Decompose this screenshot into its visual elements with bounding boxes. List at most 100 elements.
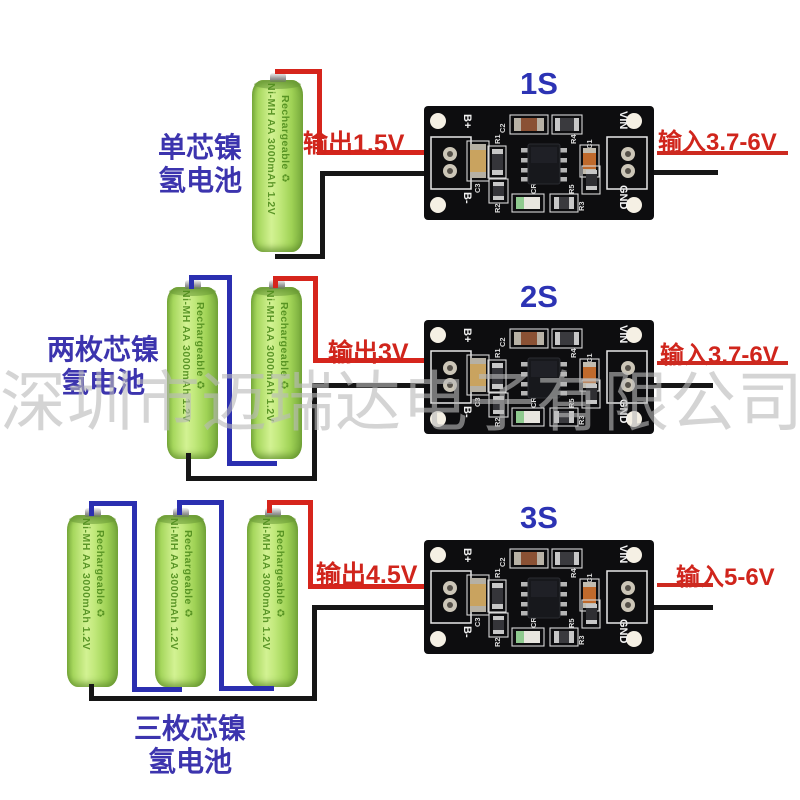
silkscreen-bracket — [487, 579, 507, 613]
wire-3s-red-stub — [267, 500, 272, 513]
resistor-r5 — [586, 170, 597, 190]
capacitor-end — [583, 362, 596, 367]
comp-label-r1: R1 — [493, 568, 502, 578]
ic-sheen — [531, 361, 557, 377]
charger-module-pcb: B+ B- VIN GND C2 R4 C1 R1 — [424, 106, 654, 220]
input-connector-outline — [606, 570, 648, 624]
resistor-end — [574, 332, 579, 345]
ic-pin — [560, 168, 567, 173]
comp-label-c3: C3 — [473, 397, 482, 407]
ic-pin — [560, 592, 567, 597]
ic-pin — [560, 148, 567, 153]
wire-2s-red-stub — [273, 276, 278, 288]
recycle-icon: ♻ — [93, 608, 106, 619]
wire-2s-red-output — [313, 358, 428, 363]
battery-top-cap — [69, 515, 116, 524]
module-3s: B+ B- VIN GND C2 R4 C1 R1 — [424, 540, 654, 654]
wire-1s-red-output — [317, 150, 428, 155]
mount-hole — [430, 197, 446, 213]
pad-hole — [447, 151, 453, 157]
wire-3s-blue2-top — [177, 500, 224, 505]
comp-label-cr: CR — [529, 183, 538, 194]
wire-1s-black-output — [320, 171, 428, 176]
led-green-tip — [516, 411, 524, 423]
ic-pin — [521, 592, 528, 597]
comp-label-c1: C1 — [585, 139, 594, 149]
comp-label-r2: R2 — [493, 417, 502, 427]
resistor-end — [493, 616, 504, 620]
wire-3s-blue1-stub — [89, 501, 94, 516]
pad-label-b-plus: B+ — [461, 548, 473, 562]
battery-label-3s: 三枚芯镍 氢电池 — [118, 712, 262, 778]
resistor-end — [555, 552, 560, 565]
comp-label-c1: C1 — [585, 353, 594, 363]
charger-module-pcb: B+ B- VIN GND C2 R4 C1 R1 — [424, 320, 654, 434]
wire-3s-blue2-vert — [219, 500, 224, 691]
ic-sheen — [531, 581, 557, 597]
resistor-end — [574, 552, 579, 565]
recycle-icon: ♻ — [181, 608, 194, 619]
resistor-r4 — [555, 332, 579, 345]
capacitor-c2-body — [521, 118, 537, 131]
resistor-end — [492, 583, 503, 588]
battery-print: Rechargeable ♻ Ni-MH AA 3000mAh 1.2V — [167, 518, 195, 684]
battery-3s-cell3: Rechargeable ♻ Ni-MH AA 3000mAh 1.2V — [247, 508, 298, 687]
mount-hole — [430, 631, 446, 647]
wire-3s-red-output — [308, 584, 428, 589]
silkscreen-bracket — [487, 145, 507, 179]
battery-top-cap — [249, 515, 296, 524]
comp-label-r2: R2 — [493, 637, 502, 647]
wire-3s-red-vert — [308, 500, 313, 589]
battery-label-2s: 两枚芯镍 氢电池 — [33, 333, 173, 399]
pad-hole — [447, 168, 453, 174]
recycle-icon: ♻ — [273, 608, 286, 619]
resistor-r5 — [586, 384, 597, 404]
capacitor-c1 — [583, 582, 596, 608]
resistor-end — [554, 411, 559, 423]
resistor-end — [492, 604, 503, 609]
resistor-end — [493, 630, 504, 634]
wire-3s-black-output — [312, 605, 428, 610]
silkscreen-bracket — [509, 548, 549, 569]
pad-label-vin: VIN — [617, 545, 629, 563]
comp-label-c3: C3 — [473, 617, 482, 627]
wire-2s-black-bottom — [186, 476, 317, 481]
comp-label-cr: CR — [529, 617, 538, 628]
capacitor-c3 — [470, 578, 486, 612]
silkscreen-bracket — [466, 354, 490, 396]
module-1s: B+ B- VIN GND C2 R4 C1 R1 — [424, 106, 654, 220]
battery-print-main: Ni-MH AA 3000mAh 1.2V — [79, 518, 92, 651]
comp-label-r5: R5 — [567, 398, 576, 408]
battery-label-1s-line2: 氢电池 — [157, 165, 242, 196]
battery-1s-cell1: Rechargeable ♻ Ni-MH AA 3000mAh 1.2V — [252, 73, 303, 252]
battery-3s-cell2: Rechargeable ♻ Ni-MH AA 3000mAh 1.2V — [155, 508, 206, 687]
pad-hole — [625, 382, 631, 388]
silkscreen-bracket — [511, 407, 545, 427]
silkscreen-bracket — [581, 599, 601, 629]
wire-2s-red-vert — [313, 276, 318, 363]
module-2s: B+ B- VIN GND C2 R4 C1 R1 — [424, 320, 654, 434]
nimh-battery: Rechargeable ♻ Ni-MH AA 3000mAh 1.2V — [247, 508, 298, 687]
resistor-r2 — [493, 396, 504, 414]
comp-label-cr: CR — [529, 397, 538, 408]
battery-print: Rechargeable ♻ Ni-MH AA 3000mAh 1.2V — [263, 290, 291, 456]
ic-pin — [521, 177, 528, 182]
comp-label-r5: R5 — [567, 618, 576, 628]
battery-label-1s: 单芯镍 氢电池 — [138, 131, 262, 197]
ic-pin — [560, 372, 567, 377]
charger-module-pcb: B+ B- VIN GND C2 R4 C1 R1 — [424, 540, 654, 654]
battery-print-sub: Rechargeable — [181, 530, 194, 605]
input-connector-outline — [606, 136, 648, 190]
recycle-icon: ♻ — [277, 380, 290, 391]
capacitor-end — [470, 358, 486, 364]
resistor-end — [493, 182, 504, 186]
comp-label-c2: C2 — [498, 123, 507, 133]
capacitor-c2-body — [521, 552, 537, 565]
resistor-r5 — [586, 604, 597, 624]
ic-sheen — [531, 147, 557, 163]
battery-print: Rechargeable ♻ Ni-MH AA 3000mAh 1.2V — [259, 518, 287, 684]
resistor-r1 — [492, 363, 503, 389]
mount-hole — [626, 631, 642, 647]
silkscreen-bracket — [488, 392, 509, 418]
output-label-1s: 输出1.5V — [303, 130, 405, 158]
